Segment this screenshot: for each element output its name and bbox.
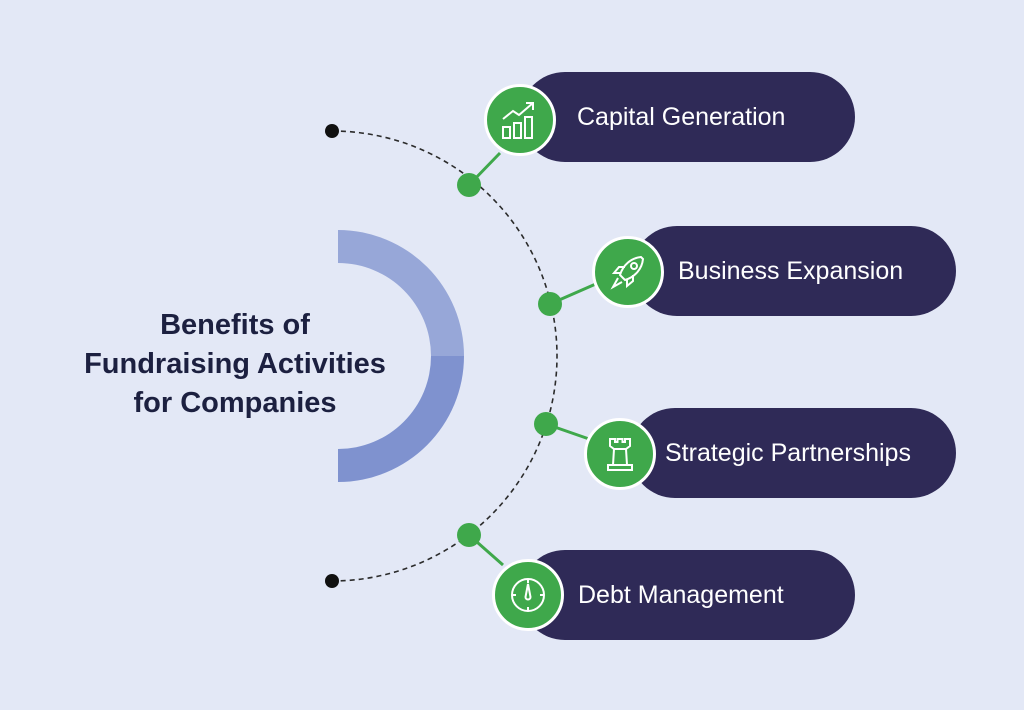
- title-line-2: Fundraising Activities: [84, 348, 386, 380]
- chess-rook-icon: [584, 418, 656, 490]
- diagram-title: Benefits of Fundraising Activities for C…: [40, 306, 430, 423]
- half-ring-top: [338, 230, 464, 356]
- node-dot-1: [457, 173, 481, 197]
- benefit-label: Business Expansion: [678, 256, 904, 285]
- benefit-label: Strategic Partnerships: [665, 438, 911, 467]
- arc-end-dot-bottom: [325, 574, 339, 588]
- gauge-icon: [492, 559, 564, 631]
- half-ring-bottom: [338, 356, 464, 482]
- node-dot-2: [538, 292, 562, 316]
- node-dot-4: [457, 523, 481, 547]
- chart-growth-icon: [484, 84, 556, 156]
- benefit-label: Debt Management: [578, 580, 784, 609]
- rocket-icon: [592, 236, 664, 308]
- benefit-pill-strategic-partnerships: Strategic Partnerships: [630, 408, 956, 498]
- title-line-3: for Companies: [133, 387, 337, 419]
- title-line-1: Benefits of: [160, 309, 310, 341]
- benefit-pill-debt-management: Debt Management: [520, 550, 855, 640]
- benefit-pill-capital-generation: Capital Generation: [520, 72, 855, 162]
- benefit-label: Capital Generation: [577, 102, 786, 131]
- dashed-arc: [331, 130, 558, 582]
- node-dot-3: [534, 412, 558, 436]
- arc-end-dot-top: [325, 124, 339, 138]
- benefit-pill-business-expansion: Business Expansion: [632, 226, 956, 316]
